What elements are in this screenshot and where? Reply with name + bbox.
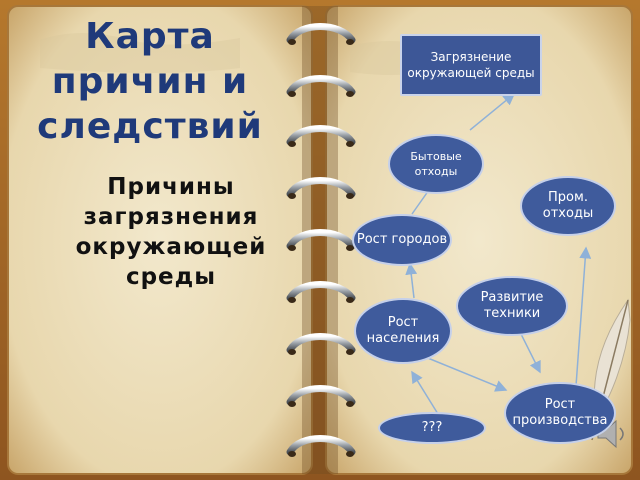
binding-ring [286, 281, 356, 302]
ring-hole [346, 193, 354, 199]
tech-development-node: Развитие техники [456, 276, 568, 336]
binding-ring [286, 75, 356, 96]
unknown-node: ??? [378, 412, 486, 444]
slide-subtitle: Причины загрязнения окружающей среды [75, 174, 267, 290]
arrows [405, 93, 592, 415]
slide-title: Карта причин и следствий [37, 16, 263, 147]
ring-hole [346, 349, 354, 355]
ring-hole [288, 401, 296, 407]
ring-hole [346, 245, 354, 251]
pollution-box: Загрязнение окружающей среды [400, 34, 542, 96]
ring-hole [288, 91, 296, 97]
binding-ring [286, 125, 356, 146]
household-waste-node: Бытовые отходы [388, 134, 484, 194]
binding-ring [286, 229, 356, 250]
ring-hole [288, 193, 296, 199]
ring-hole [346, 401, 354, 407]
binding-ring [286, 385, 356, 406]
ring-hole [346, 39, 354, 45]
ring-hole [346, 91, 354, 97]
binding-ring [286, 177, 356, 198]
ring-hole [346, 141, 354, 147]
ring-hole [288, 141, 296, 147]
production-growth-node: Рост производства [504, 382, 616, 444]
ring-hole [346, 297, 354, 303]
population-growth-node: Рост населения [354, 298, 452, 364]
ring-hole [346, 451, 354, 457]
spiral-binding-rings [286, 23, 356, 457]
ring-hole [288, 297, 296, 303]
ring-hole [288, 39, 296, 45]
binding-ring [286, 435, 356, 456]
ring-hole [288, 245, 296, 251]
binding-ring [286, 23, 356, 44]
ring-hole [288, 349, 296, 355]
city-growth-node: Рост городов [352, 214, 452, 266]
industrial-waste-node: Пром. отходы [520, 176, 616, 236]
ring-hole [288, 451, 296, 457]
binding-ring [286, 333, 356, 354]
